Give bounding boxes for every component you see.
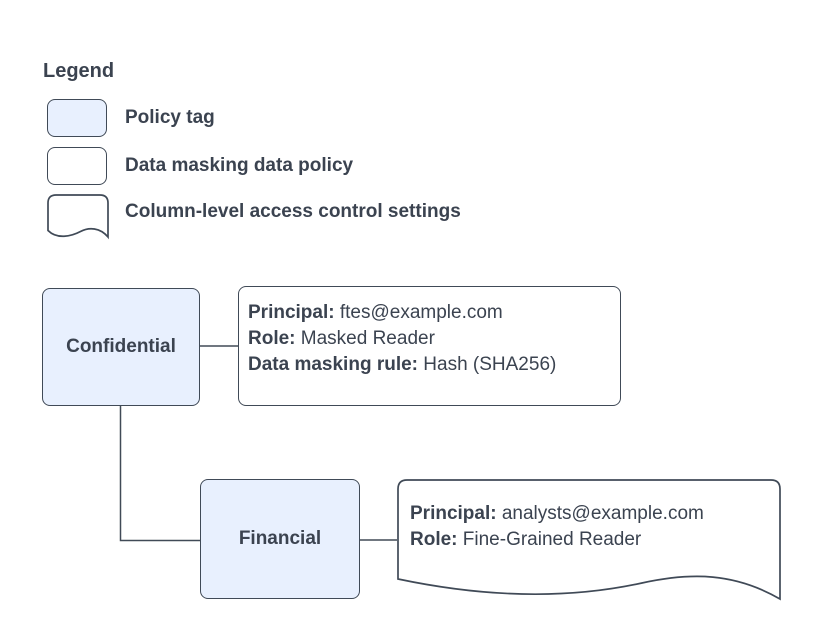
legend-label-data-masking-policy: Data masking data policy — [125, 155, 354, 176]
access-line-principal: Principal: analysts@example.com — [410, 503, 704, 524]
node-confidential-label: Confidential — [66, 336, 176, 357]
policy-line-principal: Principal: ftes@example.com — [248, 302, 503, 323]
legend-title: Legend — [43, 60, 115, 82]
policy-line-role: Role: Masked Reader — [248, 328, 435, 349]
policy-line-masking-rule: Data masking rule: Hash (SHA256) — [248, 354, 557, 375]
edge-confidential-to-financial — [119, 406, 200, 542]
legend-label-column-access: Column-level access control settings — [125, 201, 461, 222]
column-access-document-swatch — [47, 194, 109, 242]
legend-label-policy-tag: Policy tag — [125, 107, 215, 128]
node-financial: Financial — [200, 479, 360, 599]
data-masking-policy-swatch — [47, 147, 107, 185]
node-data-masking-policy — [238, 286, 621, 406]
access-line-role: Role: Fine-Grained Reader — [410, 529, 642, 550]
data-masking-policy-text: Principal: ftes@example.com Role: Masked… — [248, 300, 556, 378]
node-financial-label: Financial — [238, 528, 322, 549]
access-settings-text: Principal: analysts@example.com Role: Fi… — [410, 501, 704, 553]
policy-tag-swatch — [47, 99, 107, 137]
node-column-access-settings — [397, 479, 783, 606]
node-confidential: Confidential — [42, 288, 200, 406]
